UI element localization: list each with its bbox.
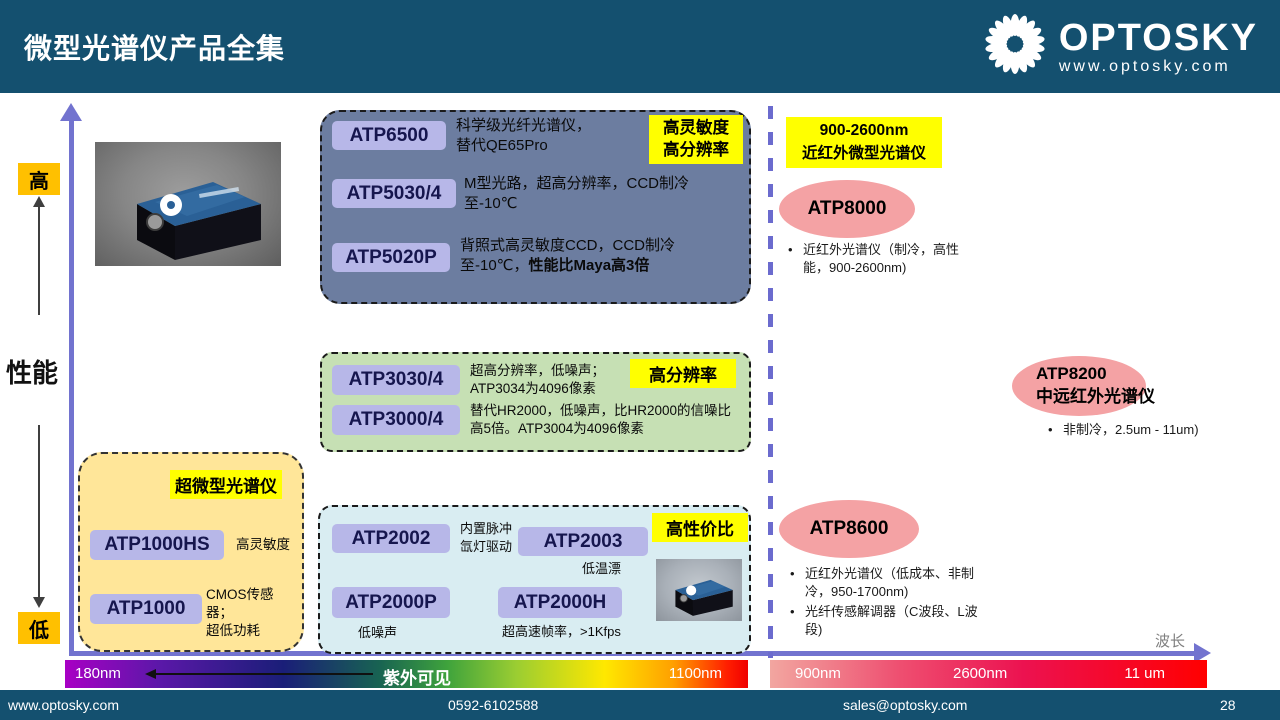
atp8600-bullet: 近红外光谱仪（低成本、非制冷，950-1700nm)	[788, 565, 984, 600]
model-desc-atp6500: 科学级光纤光谱仪， 替代QE65Pro	[456, 117, 592, 154]
model-chip-atp5030-4: ATP5030/4	[332, 179, 456, 208]
model-desc-atp2003: 低温漂	[582, 561, 622, 576]
atp8600-bullet-list: 近红外光谱仪（低成本、非制冷，950-1700nm) 光纤传感解调器（C波段、L…	[788, 565, 984, 641]
model-desc-atp1000: CMOS传感器； 超低功耗	[206, 587, 274, 639]
micro-box-title-tag: 超微型光谱仪	[170, 470, 282, 499]
logo-name: OPTOSKY	[1058, 16, 1258, 59]
uvbar-start-tick: 180nm	[75, 665, 121, 682]
x-axis-arrowhead-icon	[1194, 643, 1211, 663]
value-box-feature-tag: 高性价比	[652, 513, 748, 542]
spectrometer-photo	[95, 142, 281, 266]
uvbar-range-arrow-icon	[155, 673, 373, 675]
atp8000-bullet-list: 近红外光谱仪（制冷，高性能，900-2600nm)	[786, 241, 971, 279]
logo-wordmark: OPTOSKY www.optosky.com	[1059, 19, 1258, 75]
y-axis-arrowhead-icon	[60, 103, 82, 121]
cost-effective-series-box: ATP2002 内置脉冲 氙灯驱动 ATP2003 低温漂 高性价比 ATP20…	[318, 505, 751, 654]
footer-website: www.optosky.com	[8, 697, 119, 713]
perf-down-arrow-icon	[38, 425, 40, 597]
perf-high-badge: 高	[18, 163, 60, 195]
uvbar-label: 紫外可见	[383, 669, 451, 688]
atp8600-bullet: 光纤传感解调器（C波段、L波段)	[788, 603, 984, 638]
perf-low-badge: 低	[18, 612, 60, 644]
footer-page-number: 28	[1220, 697, 1236, 713]
x-axis-label: 波长	[1155, 633, 1186, 650]
model-chip-atp2000h: ATP2000H	[498, 587, 622, 618]
pinwheel-logo-icon	[983, 12, 1047, 81]
mini-spectrometer-device-image	[675, 579, 733, 616]
model-chip-atp2000p: ATP2000P	[332, 587, 450, 618]
footer-phone: 0592-6102588	[448, 697, 539, 713]
model-chip-atp3000-4: ATP3000/4	[332, 405, 460, 435]
wavelength-divider-dashed-line	[768, 106, 773, 658]
perf-axis-label: 性能	[6, 358, 59, 388]
model-desc-atp2000h: 超高速帧率，>1Kfps	[502, 624, 621, 639]
model-chip-atp6500: ATP6500	[332, 121, 446, 150]
footer-email: sales@optosky.com	[843, 697, 968, 713]
logo-website: www.optosky.com	[1058, 57, 1231, 75]
nir-section-header: 900-2600nm 近红外微型光谱仪	[786, 117, 942, 168]
uv-vis-spectrum-bar: 180nm 紫外可见 1100nm	[65, 660, 748, 688]
atp8000-ellipse: ATP8000	[779, 180, 915, 238]
atp8200-ellipse	[1012, 356, 1146, 416]
nir-ir-spectrum-bar: 900nm 2600nm 11 um	[770, 660, 1207, 688]
model-chip-atp5020p: ATP5020P	[332, 243, 450, 272]
model-chip-atp1000hs: ATP1000HS	[90, 530, 224, 560]
atp8000-bullet: 近红外光谱仪（制冷，高性能，900-2600nm)	[786, 241, 971, 276]
model-desc-atp5020p: 背照式高灵敏度CCD，CCD制冷至-10℃，性能比Maya高3倍	[460, 236, 715, 276]
irbar-start-tick: 900nm	[795, 665, 841, 682]
desc-text: 背照式高灵敏度CCD，CCD制冷至-10℃，	[460, 237, 675, 274]
spectrometer-device-image	[137, 182, 261, 260]
page-title: 微型光谱仪产品全集	[24, 33, 286, 64]
y-axis-line	[69, 120, 74, 656]
uvbar-range-arrowhead-icon	[145, 669, 156, 679]
irbar-mid-tick: 2600nm	[953, 665, 1008, 682]
model-desc-atp3030-4: 超高分辨率，低噪声； ATP3034为4096像素	[470, 363, 605, 397]
footer-bar: www.optosky.com 0592-6102588 sales@optos…	[0, 690, 1280, 720]
irbar-end-tick: 11 um	[1124, 665, 1165, 682]
model-desc-atp1000hs: 高灵敏度	[236, 537, 290, 552]
model-desc-atp3000-4: 替代HR2000，低噪声，比HR2000的信噪比高5倍。ATP3004为4096…	[470, 403, 732, 437]
model-desc-atp2000p: 低噪声	[358, 625, 398, 640]
green-box-feature-tag: 高分辨率	[630, 359, 736, 388]
model-desc-atp2002: 内置脉冲 氙灯驱动	[460, 521, 513, 554]
model-chip-atp1000: ATP1000	[90, 594, 202, 624]
perf-up-arrow-icon	[38, 205, 40, 315]
atp8200-bullet: 非制冷，2.5um - 11um)	[1046, 421, 1226, 439]
ultra-micro-series-box: 超微型光谱仪 ATP1000HS 高灵敏度 ATP1000 CMOS传感器； 超…	[78, 452, 304, 652]
company-logo: OPTOSKY www.optosky.com	[983, 12, 1258, 81]
atp8600-ellipse: ATP8600	[779, 500, 919, 558]
perf-down-arrowhead-icon	[33, 597, 45, 608]
scientific-series-box: ATP6500 科学级光纤光谱仪， 替代QE65Pro 高灵敏度 高分辨率 AT…	[320, 110, 751, 304]
model-desc-atp5030-4: M型光路，超高分辨率，CCD制冷至-10℃	[464, 175, 689, 212]
atp8200-label: ATP8200 中远红外光谱仪	[1036, 364, 1155, 406]
desc-bold-text: 性能比Maya高3倍	[528, 256, 650, 274]
high-resolution-series-box: ATP3030/4 超高分辨率，低噪声； ATP3034为4096像素 高分辨率…	[320, 352, 751, 452]
mini-spectrometer-photo	[656, 559, 742, 621]
header-bar: 微型光谱仪产品全集	[0, 0, 1280, 93]
uvbar-end-tick: 1100nm	[668, 665, 722, 682]
model-chip-atp2003: ATP2003	[518, 527, 648, 556]
atp8200-bullet-list: 非制冷，2.5um - 11um)	[1046, 421, 1226, 442]
model-chip-atp2002: ATP2002	[332, 524, 450, 553]
perf-up-arrowhead-icon	[33, 196, 45, 207]
model-chip-atp3030-4: ATP3030/4	[332, 365, 460, 395]
blue-box-feature-tag: 高灵敏度 高分辨率	[649, 115, 743, 164]
